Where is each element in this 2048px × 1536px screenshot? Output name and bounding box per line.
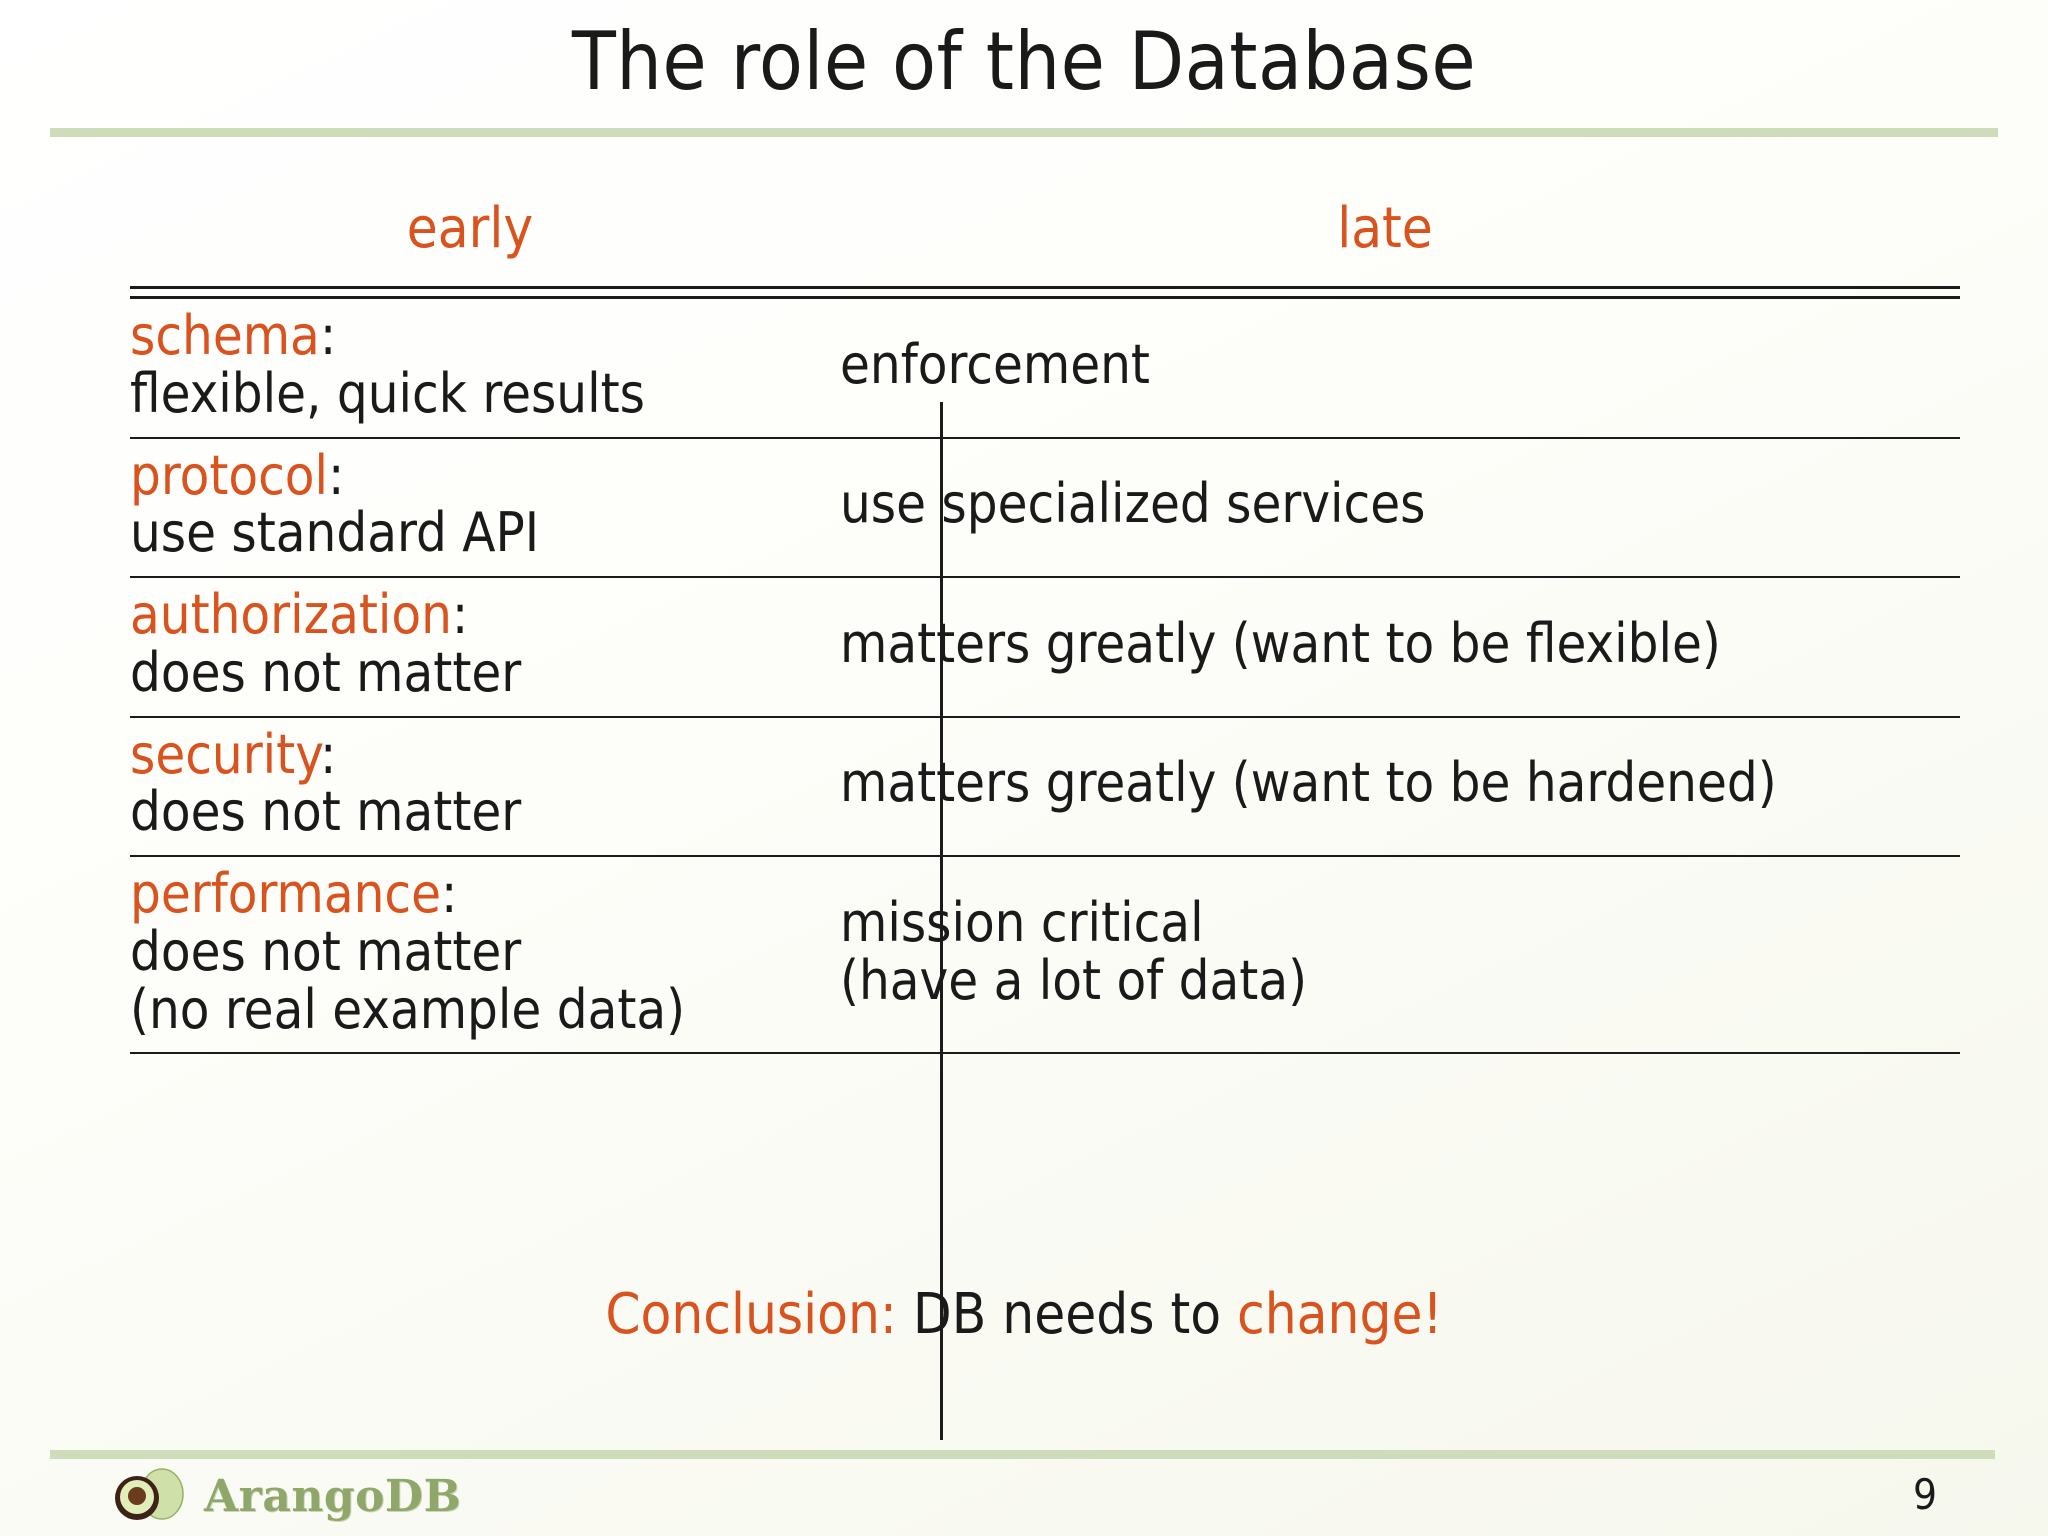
table-row: security: does not matter matters greatl… xyxy=(130,718,1960,856)
table-cell-early: security: does not matter xyxy=(130,718,810,856)
table-midrule xyxy=(130,436,1960,439)
row-keyword-line: authorization: xyxy=(130,586,810,644)
avocado-icon xyxy=(115,1468,184,1520)
row-keyword: protocol xyxy=(130,443,329,507)
row-keyword-line: security: xyxy=(130,722,810,786)
table-cell-early: authorization: does not matter xyxy=(130,578,810,716)
row-early-text-2: (no real example data) xyxy=(130,977,686,1041)
comparison-table: early late schema: flexible, quick resul… xyxy=(130,190,1960,1440)
arangodb-logo: ArangoDB xyxy=(112,1468,461,1524)
table-cell-late: enforcement xyxy=(810,299,1960,437)
table-cell-early: schema: flexible, quick results xyxy=(130,299,810,437)
row-late-text: enforcement xyxy=(840,332,1150,396)
table-row: schema: flexible, quick results enforcem… xyxy=(130,299,1960,437)
table-header-row: early late xyxy=(130,190,1960,286)
row-keyword-line: performance: xyxy=(130,865,810,923)
conclusion-line: Conclusion: DB needs to change! xyxy=(0,1282,2048,1347)
table-toprule xyxy=(130,286,1960,299)
table-cell-late: use specialized services xyxy=(810,439,1960,577)
row-keyword-colon: : xyxy=(319,304,337,367)
title-divider xyxy=(50,128,1998,137)
table-cell-early: performance: does not matter (no real ex… xyxy=(130,857,810,1052)
row-early-text: does not matter xyxy=(130,640,522,704)
conclusion-lead: Conclusion: xyxy=(605,1282,897,1347)
table-cell-early: protocol: use standard API xyxy=(130,439,810,577)
row-early-text: flexible, quick results xyxy=(130,361,645,425)
table-midrule xyxy=(130,576,1960,579)
table-midrule xyxy=(130,715,1960,718)
row-late-text: matters greatly (want to be hardened) xyxy=(840,751,1777,815)
table-row: protocol: use standard API use specializ… xyxy=(130,439,1960,577)
row-keyword: authorization xyxy=(130,583,452,647)
table-cell-late: matters greatly (want to be flexible) xyxy=(810,578,1960,716)
table-midrule xyxy=(130,855,1960,858)
row-keyword: performance xyxy=(130,862,442,926)
column-header-late: late xyxy=(1337,196,1433,261)
row-keyword-colon: : xyxy=(441,862,458,926)
row-keyword-line: schema: xyxy=(130,307,810,365)
table-cell-late: matters greatly (want to be hardened) xyxy=(810,718,1960,856)
logo-text: ArangoDB xyxy=(204,1470,462,1522)
table-row: performance: does not matter (no real ex… xyxy=(130,857,1960,1052)
row-late-text: mission critical xyxy=(840,891,1204,954)
table-row: authorization: does not matter matters g… xyxy=(130,578,1960,716)
column-header-early: early xyxy=(406,196,534,261)
row-keyword: schema xyxy=(130,304,320,367)
page-title: The role of the Database xyxy=(571,15,1477,108)
row-late-text-2: (have a lot of data) xyxy=(840,948,1308,1012)
row-keyword-line: protocol: xyxy=(130,443,810,507)
page-number: 9 xyxy=(1912,1470,1938,1519)
row-keyword-colon: : xyxy=(451,583,469,647)
row-late-text: use specialized services xyxy=(840,472,1426,536)
table-cell-late: mission critical (have a lot of data) xyxy=(810,857,1960,1052)
row-early-text: does not matter xyxy=(130,919,522,983)
conclusion-accent: change! xyxy=(1237,1282,1443,1347)
row-early-text: does not matter xyxy=(130,780,522,844)
row-keyword-colon: : xyxy=(328,443,345,507)
table-bottomrule xyxy=(130,1052,1960,1055)
footer-divider xyxy=(50,1450,1995,1459)
table-column-divider xyxy=(940,402,943,1440)
row-keyword: security xyxy=(130,722,321,786)
row-keyword-colon: : xyxy=(320,722,337,786)
row-early-text: use standard API xyxy=(130,501,540,565)
row-late-text: matters greatly (want to be flexible) xyxy=(840,611,1721,675)
conclusion-middle: DB needs to xyxy=(896,1282,1238,1347)
